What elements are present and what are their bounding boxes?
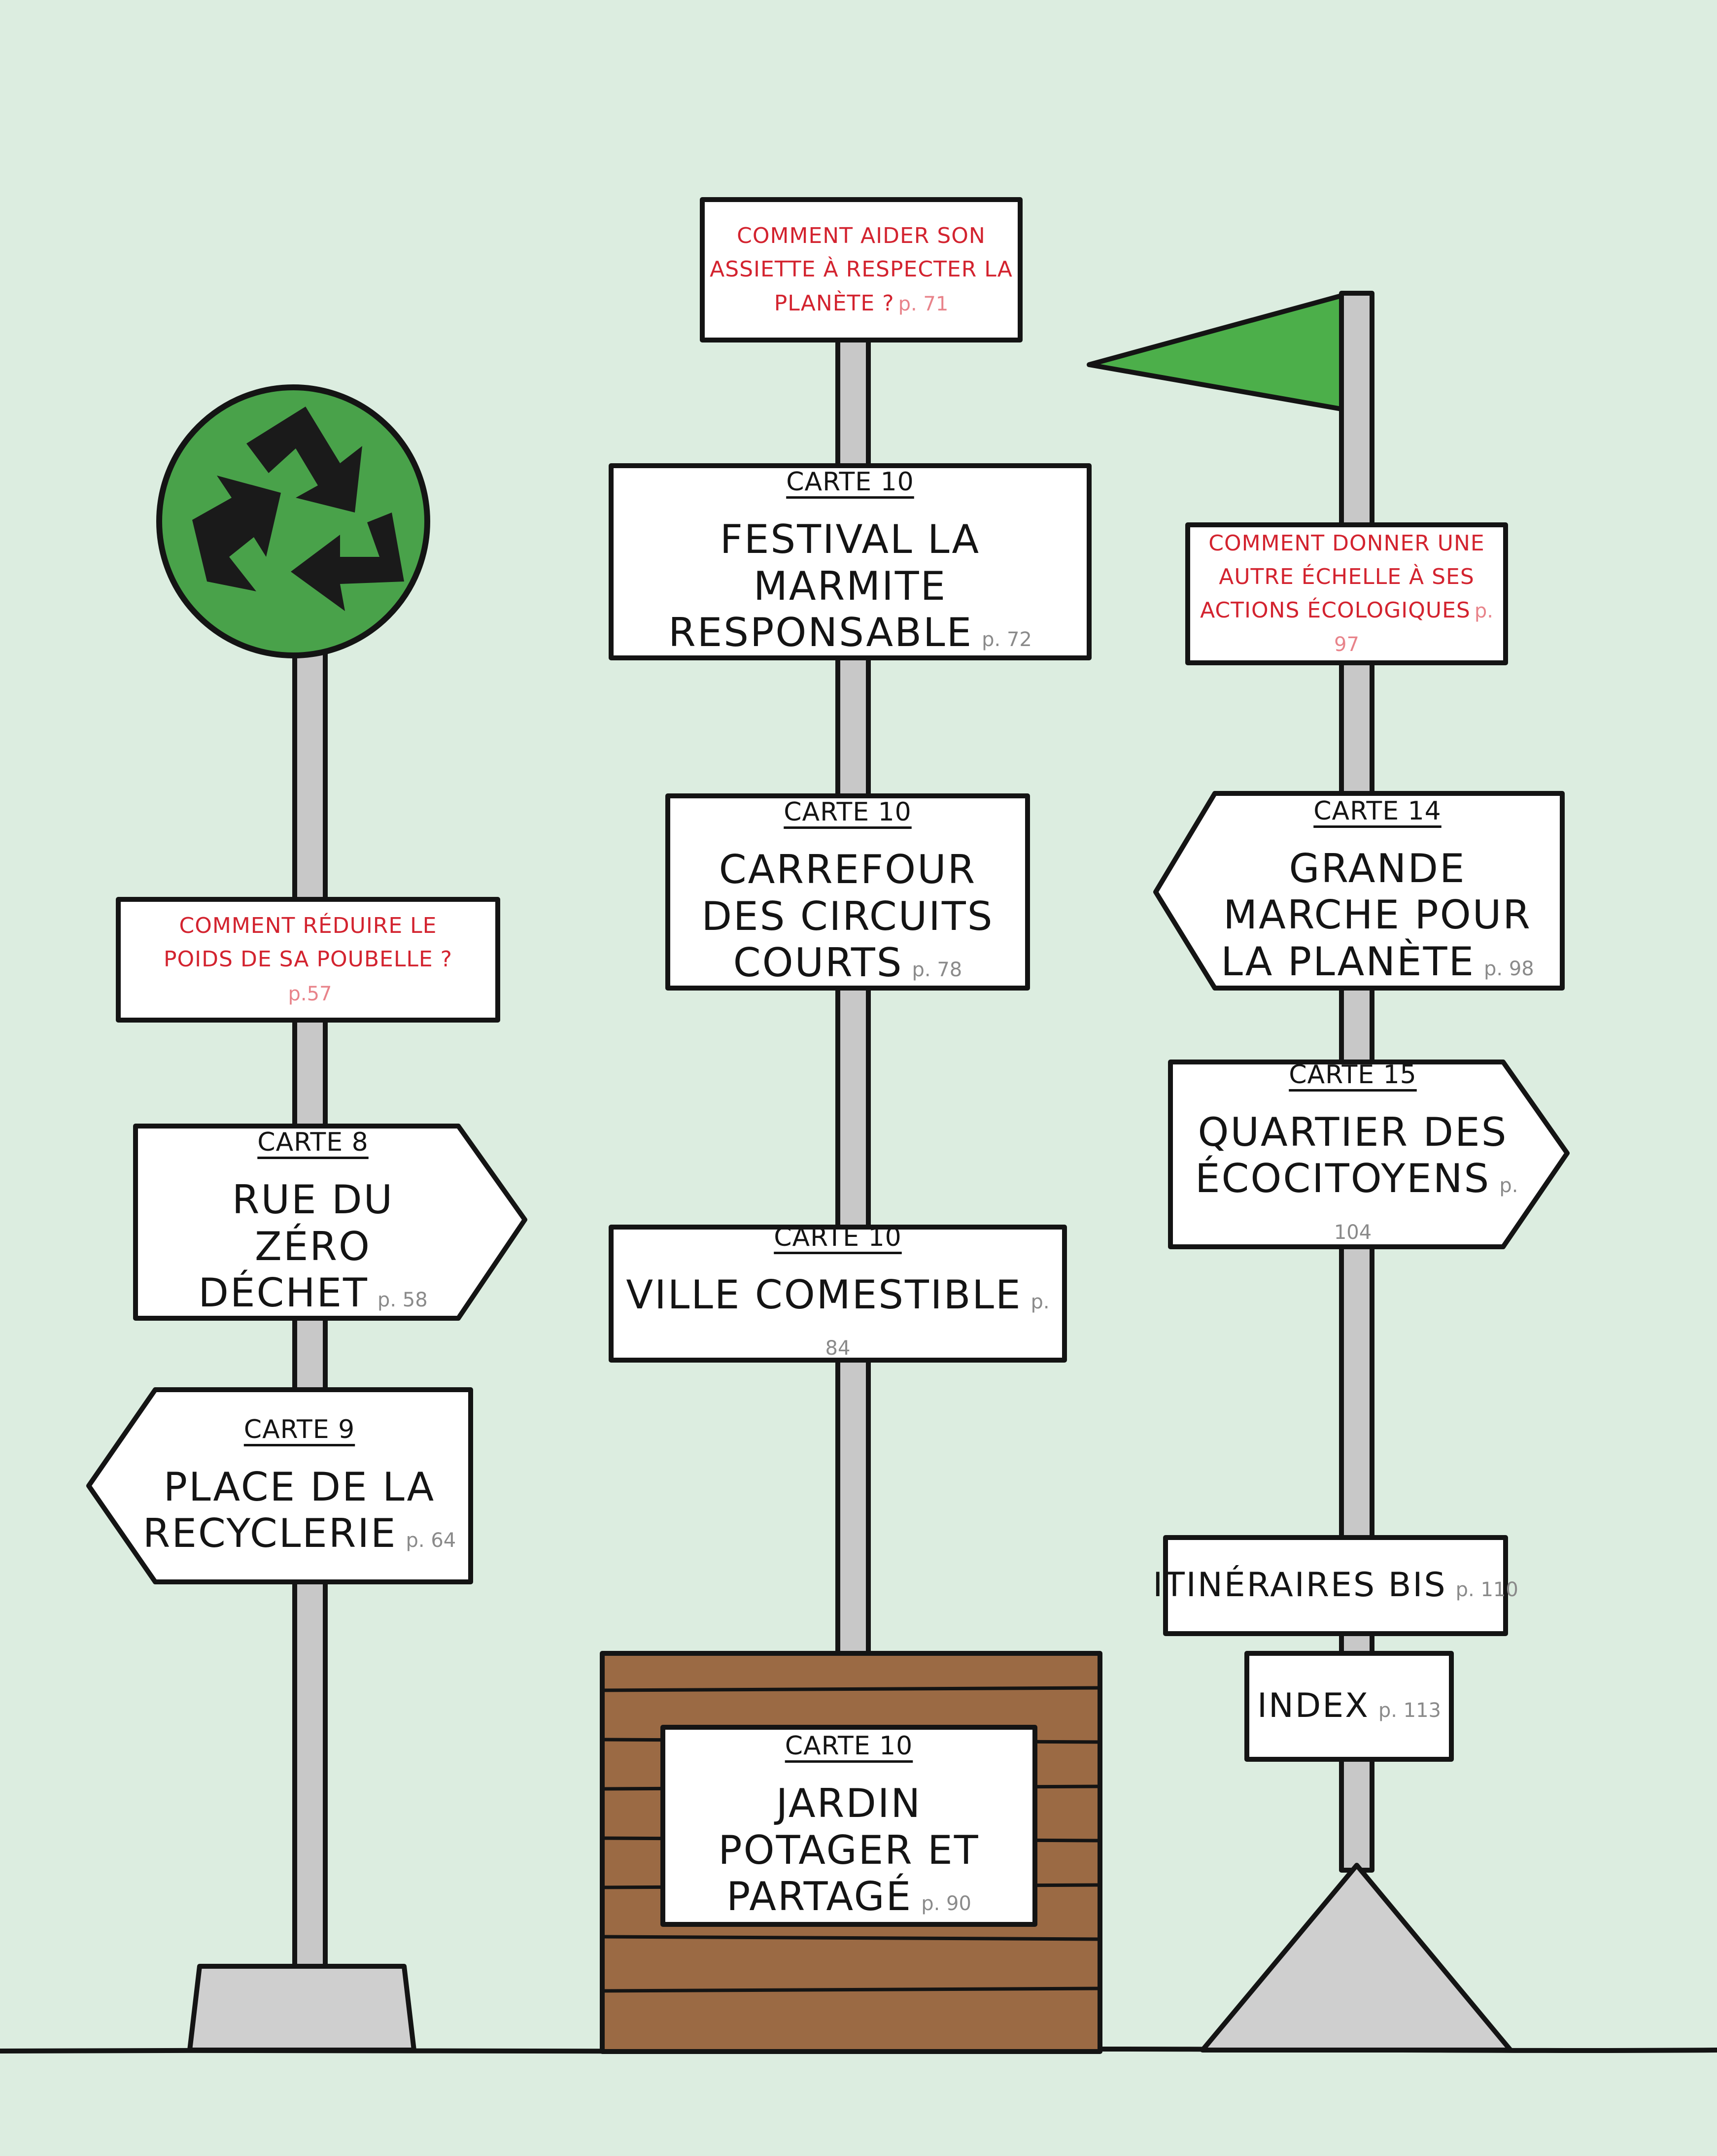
carte9-sign[interactable]: CARTE 9 Place de la Recycleriep. 64 (128, 1390, 471, 1582)
carrefour-title: Carrefour des Circuits Courts (701, 847, 994, 986)
middle-question-page: p. 71 (898, 292, 949, 315)
itineraires-title: Itinéraires bis (1153, 1566, 1447, 1605)
carte15-page: p. 104 (1334, 1174, 1518, 1244)
carte14-sign[interactable]: CARTE 14 Grande Marche pour la Planètep.… (1193, 793, 1562, 988)
left-question-sign[interactable]: Comment réduire le poids de sa poubelle … (118, 899, 498, 1020)
ville-panel (609, 1225, 1067, 1363)
jardin-title: Jardin Potager et Partagé (718, 1780, 980, 1920)
festival-panel (609, 463, 1092, 660)
right-question-page: p. 97 (1334, 600, 1493, 656)
ville-title: Ville Comestible (626, 1271, 1022, 1318)
left-question-page: p.57 (288, 982, 332, 1005)
jardin-page: p. 90 (921, 1892, 971, 1916)
jardin-sign[interactable]: CARTE 10 Jardin Potager et Partagép. 90 (663, 1727, 1035, 1924)
itineraires-panel (1163, 1535, 1508, 1636)
carte14-page: p. 98 (1484, 957, 1534, 980)
carte9-label: CARTE 9 (243, 1414, 355, 1444)
carrefour-page: p. 78 (912, 958, 962, 982)
middle-question-sign[interactable]: Comment aider son assiette à respecter l… (702, 200, 1020, 340)
carte8-page: p. 58 (377, 1289, 428, 1312)
jardin-carte-label: CARTE 10 (785, 1731, 913, 1761)
carrefour-carte-label: CARTE 10 (784, 797, 912, 827)
ville-carte-label: CARTE 10 (774, 1222, 902, 1252)
ville-page: p. 84 (825, 1290, 1050, 1360)
middle-question-text: Comment aider son assiette à respecter l… (710, 223, 1013, 316)
festival-sign[interactable]: CARTE 10 Festival la Marmite Responsable… (611, 466, 1089, 658)
carte15-sign[interactable]: CARTE 15 Quartier des Écocitoyensp. 104 (1170, 1060, 1535, 1247)
right-question-panel (1185, 522, 1508, 665)
carrefour-panel (665, 793, 1030, 991)
carrefour-sign[interactable]: CARTE 10 Carrefour des Circuits Courtsp.… (668, 796, 1028, 988)
carte14-title: Grande Marche pour la Planète (1221, 845, 1532, 985)
left-base (187, 1964, 416, 2053)
festival-carte-label: CARTE 10 (786, 467, 914, 497)
carte15-title: Quartier des Écocitoyens (1195, 1109, 1508, 1202)
ville-sign[interactable]: CARTE 10 Ville Comestiblep. 84 (611, 1223, 1065, 1360)
carte15-arrow-panel (1168, 1060, 1570, 1249)
green-flag-icon (1087, 293, 1344, 411)
left-question-panel (116, 897, 500, 1023)
right-question-text: Comment donner une autre échelle à ses a… (1200, 530, 1485, 623)
index-title: Index (1257, 1686, 1370, 1726)
carte8-arrow-panel (133, 1124, 527, 1321)
itineraires-page: p. 110 (1455, 1578, 1518, 1602)
right-question-sign[interactable]: Comment donner une autre échelle à ses a… (1188, 525, 1506, 663)
index-panel (1244, 1651, 1454, 1762)
recycle-icon (156, 384, 430, 658)
index-sign[interactable]: Index p. 113 (1247, 1653, 1451, 1759)
carte15-label: CARTE 15 (1289, 1060, 1417, 1090)
carte8-title: Rue du Zéro Déchet (198, 1177, 394, 1316)
middle-question-panel (700, 197, 1023, 342)
festival-page: p. 72 (982, 628, 1032, 651)
carte9-page: p. 64 (406, 1529, 456, 1552)
index-page: p. 113 (1378, 1699, 1441, 1722)
carte14-label: CARTE 14 (1313, 796, 1442, 826)
left-question-text: Comment réduire le poids de sa poubelle … (164, 913, 452, 972)
festival-title: Festival la Marmite Responsable (668, 516, 981, 656)
jardin-panel (660, 1725, 1037, 1927)
carte14-arrow-panel (1153, 791, 1565, 991)
carte8-label: CARTE 8 (257, 1128, 369, 1158)
carte9-arrow-panel (86, 1387, 473, 1584)
right-base (1200, 1863, 1513, 2053)
itineraires-sign[interactable]: Itinéraires bis p. 110 (1153, 1538, 1518, 1634)
carte8-sign[interactable]: CARTE 8 Rue du Zéro Déchetp. 58 (136, 1126, 490, 1318)
carte9-title: Place de la Recyclerie (142, 1464, 436, 1556)
